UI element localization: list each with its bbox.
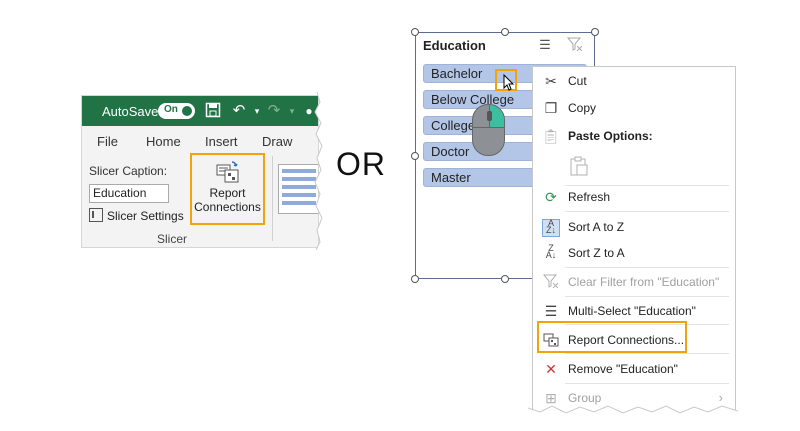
torn-edge-right — [314, 92, 329, 250]
slicer-title: Education — [423, 38, 486, 53]
tab-insert[interactable]: Insert — [205, 134, 238, 149]
slicer-caption-input[interactable]: Education — [89, 184, 169, 203]
menu-item-clear-filter[interactable]: Clear Filter from "Education" — [533, 270, 735, 294]
slicer-caption-label: Slicer Caption: — [89, 164, 168, 178]
touch-mode-icon[interactable]: ● — [305, 104, 313, 118]
clear-filter-icon — [542, 274, 560, 290]
multi-select-icon: ☰ — [544, 303, 558, 319]
redo-icon[interactable]: ↷ — [267, 102, 281, 119]
menu-item-label: Sort A to Z — [568, 220, 625, 234]
remove-x-icon: ✕ — [545, 361, 557, 377]
slicer-settings-icon — [89, 208, 103, 222]
slicer-settings-label: Slicer Settings — [107, 209, 184, 223]
menu-item-label: Multi-Select "Education" — [568, 304, 696, 318]
menu-item-label: Group — [568, 391, 602, 405]
menu-separator — [565, 185, 729, 186]
menu-item-copy[interactable]: ❐ Copy — [533, 96, 735, 120]
undo-icon[interactable]: ↶ — [232, 102, 246, 119]
slicer-group-label: Slicer — [156, 232, 187, 246]
torn-edge-bottom — [528, 405, 738, 424]
menu-item-multi-select[interactable]: ☰ Multi-Select "Education" — [533, 299, 735, 323]
menu-item-remove[interactable]: ✕ Remove "Education" — [533, 357, 735, 381]
resize-handle-ml[interactable] — [411, 152, 419, 160]
scissors-icon: ✂ — [545, 73, 557, 89]
ribbon-tabs: File Home Insert Draw — [82, 126, 318, 156]
submenu-arrow-icon: › — [718, 390, 723, 405]
report-connections-button[interactable]: Report Connections — [190, 153, 265, 225]
copy-icon: ❐ — [544, 100, 558, 116]
multi-select-icon[interactable]: ☰ — [539, 37, 551, 52]
menu-item-report-connections[interactable]: Report Connections... — [533, 328, 735, 352]
menu-item-cut[interactable]: ✂ Cut — [533, 69, 735, 93]
tab-home[interactable]: Home — [146, 134, 181, 149]
menu-separator — [565, 296, 729, 297]
menu-separator — [565, 211, 729, 212]
group-separator — [272, 156, 273, 241]
group-icon: ⊞ — [545, 390, 557, 406]
resize-handle-bc[interactable] — [501, 275, 509, 283]
menu-item-group[interactable]: ⊞ Group › — [533, 386, 735, 410]
menu-separator — [565, 324, 729, 325]
autosave-state: On — [164, 104, 178, 115]
menu-item-label: Copy — [568, 101, 597, 115]
resize-handle-tr[interactable] — [591, 28, 599, 36]
refresh-icon: ⟳ — [545, 189, 557, 205]
paste-option-icon[interactable] — [568, 155, 590, 177]
tab-file[interactable]: File — [97, 134, 118, 149]
menu-item-label: Paste Options: — [568, 129, 653, 143]
report-connections-highlight — [537, 321, 687, 353]
paste-icon: 📋︎ — [542, 128, 560, 144]
menu-item-label: Remove "Education" — [568, 362, 678, 376]
cursor-highlight — [495, 69, 517, 91]
mouse-wheel — [487, 111, 492, 121]
resize-handle-tl[interactable] — [411, 28, 419, 36]
redo-dropdown-icon[interactable]: ▾ — [289, 106, 295, 116]
slicer-ribbon-group: Slicer Caption: — [82, 156, 318, 247]
save-icon[interactable] — [204, 102, 222, 120]
tab-draw[interactable]: Draw — [262, 134, 293, 149]
report-connections-icon — [216, 161, 240, 183]
autosave-label: AutoSave — [102, 104, 159, 119]
mouse-right-click-icon — [472, 104, 505, 156]
menu-item-paste-options: 📋︎ Paste Options: — [533, 124, 735, 148]
menu-separator — [565, 353, 729, 354]
clear-filter-icon[interactable] — [566, 37, 584, 53]
autosave-toggle[interactable]: On — [158, 103, 195, 119]
menu-item-label: Clear Filter from "Education" — [568, 275, 720, 289]
undo-dropdown-icon[interactable]: ▾ — [254, 106, 260, 116]
slicer-styles-gallery[interactable] — [278, 164, 318, 214]
title-bar: AutoSave On ↶ ▾ ↷ ▾ ● — [82, 96, 318, 126]
resize-handle-bl[interactable] — [411, 275, 419, 283]
menu-item-refresh[interactable]: ⟳ Refresh — [533, 185, 735, 209]
mouse-split — [473, 127, 504, 128]
report-connections-icon — [542, 332, 560, 348]
or-separator-text: OR — [336, 146, 386, 182]
cursor-arrow-icon — [503, 74, 515, 91]
menu-item-label: Report Connections... — [568, 333, 685, 347]
ribbon-excerpt: AutoSave On ↶ ▾ ↷ ▾ ● File Home Insert D… — [81, 95, 319, 248]
menu-separator — [565, 383, 729, 384]
toggle-knob — [182, 106, 192, 116]
menu-item-label: Refresh — [568, 190, 611, 204]
report-connections-line1: Report — [209, 186, 246, 200]
menu-item-label: Sort Z to A — [568, 246, 625, 260]
menu-separator — [565, 267, 729, 268]
menu-item-label: Cut — [568, 74, 587, 88]
resize-handle-tc[interactable] — [501, 28, 509, 36]
context-menu: ✂ Cut ❐ Copy 📋︎ Paste Options: ⟳ Refresh… — [532, 66, 736, 418]
report-connections-line2: Connections — [194, 200, 261, 214]
slicer-settings-button[interactable]: Slicer Settings — [89, 207, 184, 225]
